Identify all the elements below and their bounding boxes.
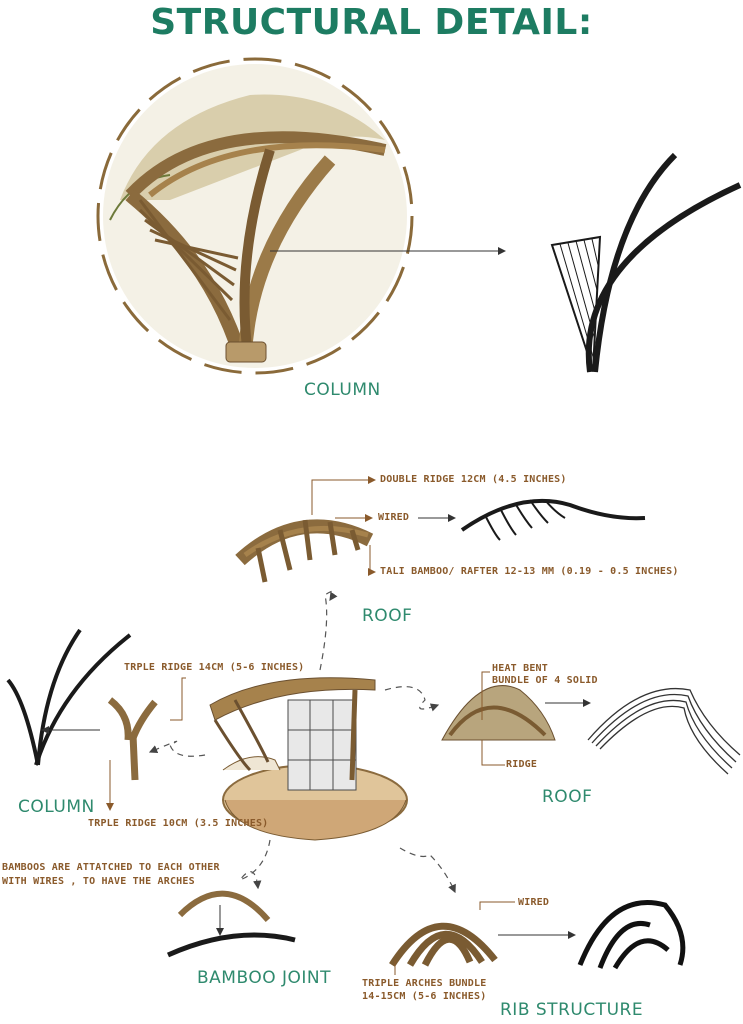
rib-line-drawing xyxy=(577,900,686,970)
bamboo-joint-note-line1: BAMBOOS ARE ATTATCHED TO EACH OTHER xyxy=(2,862,220,873)
bamboo-joint-sketch xyxy=(177,890,271,922)
roof-right-leaders xyxy=(481,671,591,766)
rib-leaders xyxy=(394,901,576,975)
roof-caption-top: ROOF xyxy=(362,606,413,626)
dashed-connectors xyxy=(148,590,456,894)
column-left-line-drawing xyxy=(6,628,132,766)
roof-top-line-drawing xyxy=(460,498,646,541)
wired-label-roof: WIRED xyxy=(378,512,410,523)
roof-top-sketch xyxy=(235,519,374,583)
roof-right-line-drawing xyxy=(587,687,741,775)
roof-top-leaders xyxy=(311,476,456,576)
bundle-label: BUNDLE OF 4 SOLID xyxy=(492,675,598,686)
hut-sketch xyxy=(209,677,408,841)
roof-right-sketch xyxy=(441,685,556,741)
ridge-label: RIDGE xyxy=(506,759,538,770)
roof-caption-right: ROOF xyxy=(542,787,593,807)
column-left-leaders xyxy=(106,677,186,811)
heat-bent-label: HEAT BENT xyxy=(492,663,548,674)
double-ridge-label: DOUBLE RIDGE 12CM (4.5 INCHES) xyxy=(380,474,567,485)
rafter-label: TALI BAMBOO/ RAFTER 12-13 MM (0.19 - 0.5… xyxy=(380,566,679,577)
rib-structure-caption: RIB STRUCTURE xyxy=(500,1000,644,1020)
column-caption-left: COLUMN xyxy=(18,797,95,817)
triple-arches-label-2: 14-15CM (5-6 INCHES) xyxy=(362,991,487,1002)
wired-label-rib: WIRED xyxy=(518,897,550,908)
bamboo-joint-caption: BAMBOO JOINT xyxy=(197,968,331,988)
rib-sketch xyxy=(389,922,498,967)
column-line-drawing xyxy=(550,152,742,373)
column-sketch-circle xyxy=(96,57,414,375)
triple-arches-label-1: TRIPLE ARCHES BUNDLE xyxy=(362,978,487,989)
bamboo-joint-note-line2: WITH WIRES , TO HAVE THE ARCHES xyxy=(2,876,195,887)
column-caption-top: COLUMN xyxy=(304,380,381,400)
page-title: STRUCTURAL DETAIL: xyxy=(150,2,593,43)
triple-ridge-14-label: TRPLE RIDGE 14CM (5-6 INCHES) xyxy=(124,662,305,673)
bamboo-joint-line-drawing xyxy=(166,932,296,958)
column-left-sketch xyxy=(107,697,158,781)
triple-ridge-10-label: TRPLE RIDGE 10CM (3.5 INCHES) xyxy=(88,818,269,829)
